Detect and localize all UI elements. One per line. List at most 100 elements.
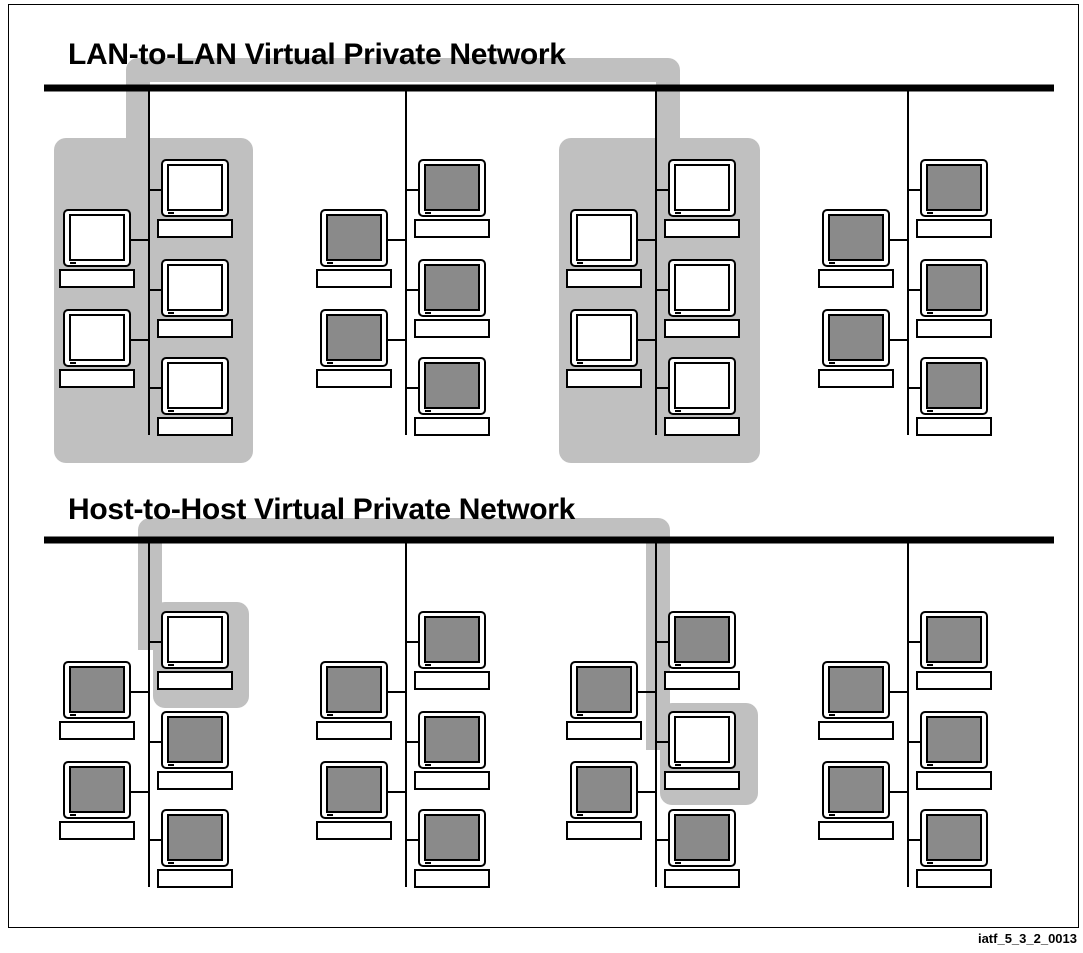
- host-computer: [59, 761, 135, 840]
- host-computer: [916, 159, 992, 238]
- keyboard: [316, 269, 392, 288]
- monitor-screen: [926, 814, 982, 861]
- monitor-screen: [674, 616, 730, 663]
- host-computer: [664, 809, 740, 888]
- keyboard: [664, 869, 740, 888]
- vpn-host-computer: [664, 259, 740, 338]
- lan-4: [889, 85, 921, 435]
- keyboard: [818, 269, 894, 288]
- keyboard: [818, 821, 894, 840]
- vpn-host-computer: [157, 357, 233, 436]
- monitor-screen: [167, 362, 223, 409]
- keyboard: [316, 369, 392, 388]
- monitor-screen: [424, 264, 480, 311]
- keyboard: [916, 319, 992, 338]
- monitor-screen: [926, 264, 982, 311]
- monitor-screen: [167, 164, 223, 211]
- keyboard: [59, 369, 135, 388]
- keyboard: [414, 417, 490, 436]
- host-computer: [157, 809, 233, 888]
- keyboard: [414, 671, 490, 690]
- keyboard: [157, 219, 233, 238]
- keyboard: [414, 219, 490, 238]
- monitor-screen: [926, 362, 982, 409]
- keyboard: [664, 319, 740, 338]
- lan-1: [130, 85, 162, 435]
- host-computer: [316, 309, 392, 388]
- lan-4: [889, 537, 921, 887]
- lan-3: [637, 85, 669, 435]
- keyboard: [916, 771, 992, 790]
- vpn-host-computer: [664, 159, 740, 238]
- keyboard: [566, 269, 642, 288]
- monitor-screen: [167, 814, 223, 861]
- keyboard: [566, 821, 642, 840]
- host-computer: [818, 309, 894, 388]
- keyboard: [414, 869, 490, 888]
- figure-id-label: iatf_5_3_2_0013: [977, 931, 1077, 946]
- diagram-frame: [8, 4, 1079, 928]
- keyboard: [157, 869, 233, 888]
- monitor-screen: [167, 616, 223, 663]
- lan-1: [130, 537, 162, 887]
- host-computer: [414, 357, 490, 436]
- monitor-screen: [424, 164, 480, 211]
- host-computer: [414, 711, 490, 790]
- host-computer: [59, 661, 135, 740]
- keyboard: [414, 771, 490, 790]
- host-computer: [316, 661, 392, 740]
- vpn-host-computer: [664, 357, 740, 436]
- host-computer: [566, 761, 642, 840]
- keyboard: [59, 269, 135, 288]
- keyboard: [566, 721, 642, 740]
- host-computer: [157, 711, 233, 790]
- keyboard: [316, 721, 392, 740]
- keyboard: [664, 671, 740, 690]
- host-computer: [414, 259, 490, 338]
- monitor-screen: [69, 314, 125, 361]
- monitor-screen: [326, 666, 382, 713]
- monitor-screen: [926, 164, 982, 211]
- monitor-screen: [424, 362, 480, 409]
- monitor-screen: [167, 264, 223, 311]
- monitor-screen: [69, 666, 125, 713]
- vpn-tunnel-highlight: [126, 58, 680, 150]
- keyboard: [157, 671, 233, 690]
- keyboard: [157, 319, 233, 338]
- host-to-host-title: Host-to-Host Virtual Private Network: [68, 493, 576, 526]
- vpn-host-computer: [59, 309, 135, 388]
- keyboard: [664, 771, 740, 790]
- monitor-screen: [326, 214, 382, 261]
- monitor-screen: [926, 716, 982, 763]
- monitor-screen: [674, 362, 730, 409]
- monitor-screen: [576, 666, 632, 713]
- monitor-screen: [926, 616, 982, 663]
- monitor-screen: [674, 716, 730, 763]
- monitor-screen: [326, 766, 382, 813]
- monitor-screen: [69, 766, 125, 813]
- monitor-screen: [424, 814, 480, 861]
- host-computer: [316, 761, 392, 840]
- host-computer: [916, 809, 992, 888]
- host-computer: [916, 611, 992, 690]
- lan-2: [387, 85, 419, 435]
- host-computer: [566, 661, 642, 740]
- lan-2: [387, 537, 419, 887]
- keyboard: [916, 219, 992, 238]
- monitor-screen: [828, 666, 884, 713]
- host-computer: [818, 661, 894, 740]
- keyboard: [916, 671, 992, 690]
- monitor-screen: [69, 214, 125, 261]
- keyboard: [59, 721, 135, 740]
- monitor-screen: [326, 314, 382, 361]
- vpn-host-computer: [157, 259, 233, 338]
- monitor-screen: [828, 214, 884, 261]
- host-computer: [916, 711, 992, 790]
- monitor-screen: [576, 314, 632, 361]
- vpn-host-computer: [664, 711, 740, 790]
- monitor-screen: [424, 616, 480, 663]
- lan-to-lan-title: LAN-to-LAN Virtual Private Network: [68, 38, 566, 71]
- keyboard: [316, 821, 392, 840]
- vpn-host-computer: [566, 209, 642, 288]
- host-computer: [414, 159, 490, 238]
